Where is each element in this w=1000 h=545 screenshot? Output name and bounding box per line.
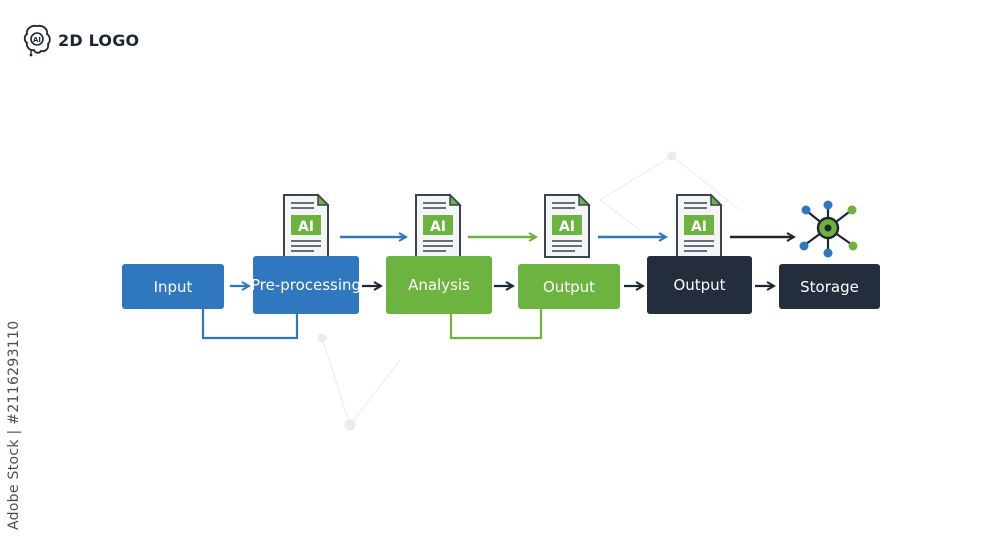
document-label: AI (559, 219, 575, 235)
document-label: AI (691, 219, 707, 235)
ai-document-icon: AI (283, 193, 330, 258)
stock-credit: Adobe Stock | #2116293110 (6, 320, 22, 530)
logo-text: 2D LOGO (58, 30, 140, 50)
network-hub-icon (799, 200, 858, 258)
stage-label: Input (153, 277, 193, 296)
stage-analysis[interactable]: Analysis (386, 256, 492, 314)
background-network (317, 151, 741, 431)
feedback-loop-green (449, 309, 543, 340)
stage-label: Output (673, 276, 726, 294)
stage-input[interactable]: Input (122, 264, 224, 309)
document-label: AI (430, 219, 446, 235)
document-label: AI (298, 219, 314, 235)
stage-label: Storage (800, 277, 859, 296)
stage-pre-processing[interactable]: Pre-processing (250, 256, 362, 314)
logo-icon-label: AI (33, 36, 41, 44)
feedback-loop-blue (201, 309, 299, 340)
stage-storage[interactable]: Storage (779, 264, 880, 309)
brain-ai-icon: AI (23, 24, 51, 57)
ai-document-icon: AI (544, 193, 591, 258)
ai-document-icon: AI (415, 193, 462, 258)
stage-label: Analysis (408, 276, 470, 294)
ai-document-icon: AI (676, 193, 723, 258)
stage-label: Output (542, 277, 596, 296)
stage-output-2[interactable]: Output (647, 256, 752, 314)
stage-output-1[interactable]: Output (518, 264, 620, 309)
logo: AI 2D LOGO (22, 22, 139, 58)
stage-label: Pre-processing (250, 276, 362, 294)
